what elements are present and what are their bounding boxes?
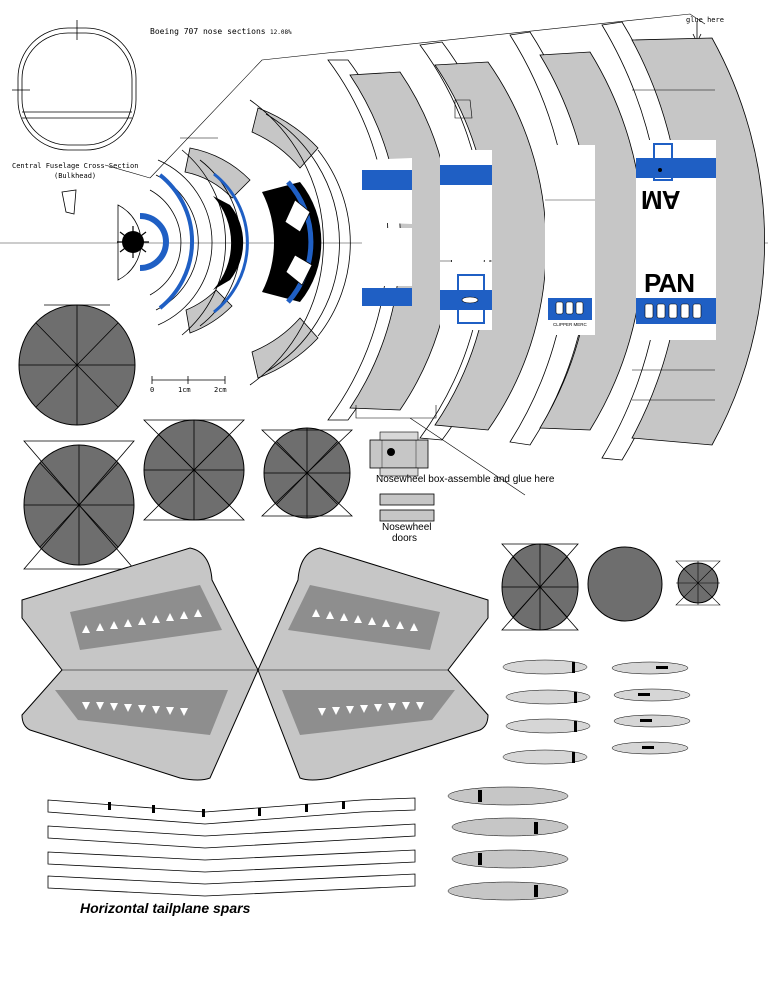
tailplane-spars [47,797,416,897]
disc-medium-4 [261,427,353,519]
nose-ring-3 [249,99,351,386]
tailplane-left [21,547,259,781]
nosewheel-box-label: Nosewheel box-assemble and glue here [376,474,555,485]
nose-ring-7 [601,21,765,461]
disc-large-3 [143,419,245,521]
scale-note: 12.08% [270,29,292,36]
scale-tick-2: 2cm [214,386,227,394]
engine-pods-large [447,786,569,901]
bulkhead-sublabel: (Bulkhead) [54,172,97,180]
livery-word-top: AM [642,185,681,215]
tab-piece [61,189,77,215]
nose-ring-1 [149,159,213,326]
tailplane-spars-label: Horizontal tailplane spars [80,900,251,916]
tailplane-right [257,547,489,781]
glue-here-label: glue here [686,16,724,24]
bulkhead-cross-section [12,20,137,151]
nose-ring-6 [509,31,645,446]
disc-small-7 [675,560,721,606]
disc-plain-6 [587,546,663,622]
disc-large-1 [18,304,136,426]
scale-tick-1: 1cm [178,386,191,394]
sheet-title: Boeing 707 nose sections [150,27,266,36]
disc-medium-5 [501,543,579,631]
nose-ring-4 [327,59,453,421]
nosewheel-doors-label: Nosewheel [382,522,432,533]
nose-ring-2 [181,147,251,336]
nose-ring-5 [419,41,547,441]
scale-bar [151,376,226,384]
nosewheel-box [369,431,429,477]
disc-large-2 [23,440,135,570]
bulkhead-label: Central Fuselage Cross Section [12,162,139,170]
nosewheel-doors-sublabel: doors [392,533,418,544]
engine-pods-small [502,659,691,765]
livery-clipper-text: CLIPPER MERC [553,322,587,327]
scale-tick-0: 0 [150,386,155,394]
nose-cone [117,204,169,281]
nosewheel-doors [379,493,435,522]
livery-word-bottom: PAN [644,268,695,298]
